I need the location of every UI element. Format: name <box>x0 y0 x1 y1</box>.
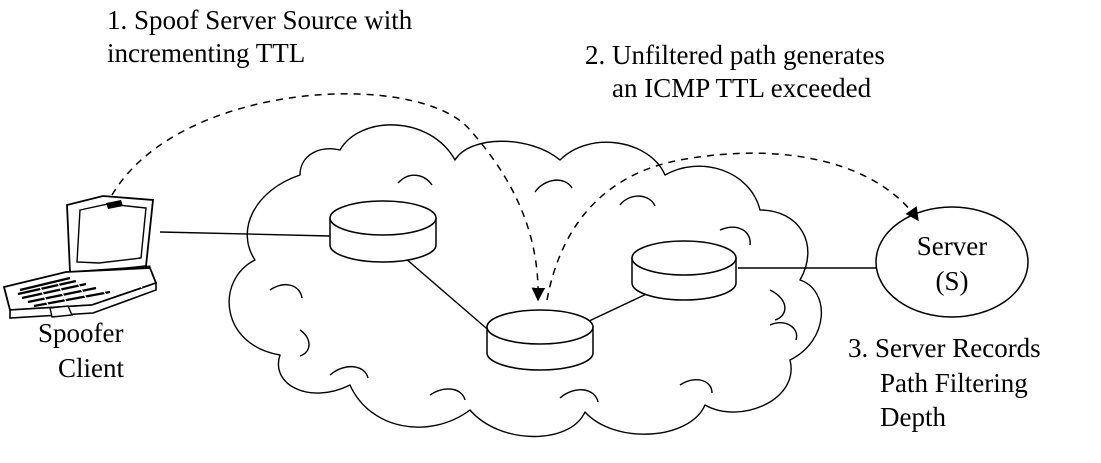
laptop-icon <box>2 195 158 319</box>
router-2 <box>486 309 594 371</box>
server-node <box>875 206 1029 318</box>
link-client-router1 <box>159 231 331 237</box>
link-router1-router2 <box>397 251 501 341</box>
client-label: Spoofer <box>38 318 123 348</box>
client-role-label: Client <box>58 353 124 383</box>
step3-line1: 3. Server Records <box>848 333 1041 363</box>
step1-line1: 1. Spoof Server Source with <box>107 5 413 35</box>
router-3 <box>631 240 737 301</box>
spoof-path-arrow <box>111 93 546 302</box>
step3-line2: Path Filtering <box>880 368 1028 398</box>
server-id-label: (S) <box>936 266 969 296</box>
step2-line2: an ICMP TTL exceeded <box>612 73 872 103</box>
network-cloud <box>228 124 822 438</box>
step1-line2: incrementing TTL <box>107 38 305 68</box>
step2-line1: 2. Unfiltered path generates <box>585 40 885 70</box>
router-1 <box>329 200 437 263</box>
icmp-return-arrow <box>546 152 919 301</box>
step3-line3: Depth <box>880 402 946 432</box>
server-label: Server <box>917 231 987 261</box>
